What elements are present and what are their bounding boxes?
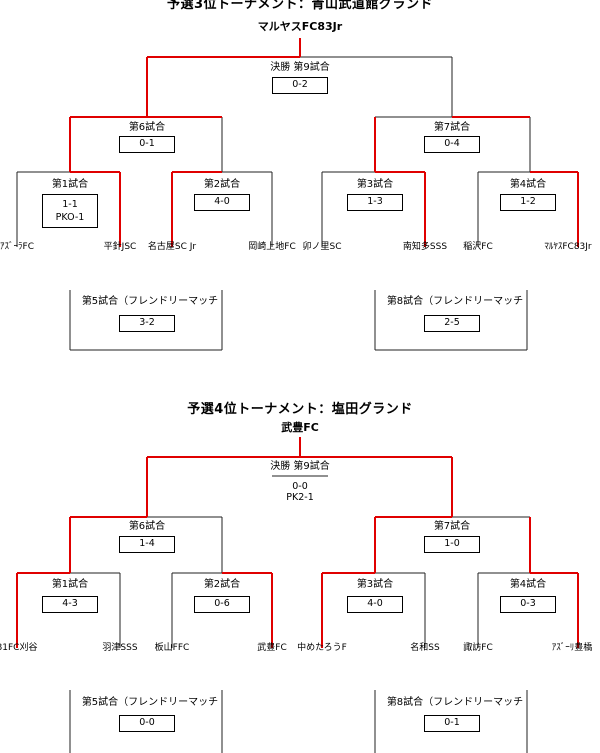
t1-team-1: ｱｽﾞｰﾗFC: [0, 242, 34, 252]
t2-m7-score: 1-0: [424, 536, 480, 553]
t2-team-7: 諏訪FC: [463, 643, 493, 653]
t2-team-4: 武豊FC: [257, 643, 287, 653]
t2-m3-label: 第3試合: [356, 579, 394, 590]
t1-m4-score: 1-2: [500, 194, 556, 211]
t2-m6-label: 第6試合: [128, 521, 166, 532]
t2-m8-score: 0-1: [424, 715, 480, 732]
tournament-1-winner: マルヤスFC83Jr: [257, 20, 343, 33]
t1-m2-score: 4-0: [194, 194, 250, 211]
t2-team-3: 板山FFC: [154, 643, 190, 653]
t2-final-pk: PK2-1: [286, 492, 314, 503]
t1-final-score: 0-2: [272, 77, 328, 94]
t2-m3-score: 4-0: [347, 596, 403, 613]
t1-m1-label: 第1試合: [51, 179, 89, 190]
tournament-2-title: 予選4位トーナメント：塩田グランド: [187, 402, 413, 417]
t1-m4-label: 第4試合: [509, 179, 547, 190]
t1-m1-score: 1-1 PKO-1: [42, 194, 98, 228]
t1-m7-score: 0-4: [424, 136, 480, 153]
t1-team-7: 稲沢FC: [463, 242, 493, 252]
t2-m2-score: 0-6: [194, 596, 250, 613]
t2-m5-score: 0-0: [119, 715, 175, 732]
t1-m3-label: 第3試合: [356, 179, 394, 190]
t2-m2-label: 第2試合: [203, 579, 241, 590]
t1-m8-label: 第8試合（フレンドリーマッチ: [386, 296, 524, 307]
t2-m8-label: 第8試合（フレンドリーマッチ: [386, 697, 524, 708]
t1-final-label: 決勝 第9試合: [270, 62, 330, 73]
t1-m8-score: 2-5: [424, 315, 480, 332]
t1-m1-pk: PKO-1: [55, 212, 85, 223]
t2-final-label: 決勝 第9試合: [270, 461, 330, 472]
t2-m1-score: 4-3: [42, 596, 98, 613]
t1-team-5: 卯ノ里SC: [302, 242, 342, 252]
t1-m6-score: 0-1: [119, 136, 175, 153]
tournament-2-winner: 武豊FC: [281, 421, 319, 434]
t1-team-8: ﾏﾙﾔｽFC83Jr: [544, 242, 592, 252]
t1-m2-label: 第2試合: [203, 179, 241, 190]
t2-m1-label: 第1試合: [51, 579, 89, 590]
t2-m4-score: 0-3: [500, 596, 556, 613]
t1-m7-label: 第7試合: [433, 122, 471, 133]
t2-team-6: 名和SS: [410, 643, 440, 653]
t1-m6-label: 第6試合: [128, 122, 166, 133]
t1-m5-score: 3-2: [119, 315, 175, 332]
t1-m5-label: 第5試合（フレンドリーマッチ: [81, 296, 219, 307]
t2-team-1: 81FC刈谷: [0, 643, 38, 653]
t2-m6-score: 1-4: [119, 536, 175, 553]
t2-m7-label: 第7試合: [433, 521, 471, 532]
t2-final-score: 0-0: [292, 481, 308, 492]
t2-team-2: 羽津SSS: [102, 643, 138, 653]
t2-team-5: 中めたろうF: [297, 643, 347, 653]
bracket-1-lines: [16, 38, 579, 351]
t2-m4-label: 第4試合: [509, 579, 547, 590]
t2-team-8: ｱｽﾞｰﾘ豊橋: [551, 643, 593, 653]
tournament-1-title: 予選3位トーナメント：青山武道館グランド: [166, 0, 434, 12]
bracket-2-lines: [16, 437, 579, 753]
t1-team-3: 名古屋SC Jr: [147, 242, 197, 252]
t1-m1-score-main: 1-1: [62, 199, 78, 210]
t1-team-4: 岡崎上地FC: [248, 242, 296, 252]
t1-m3-score: 1-3: [347, 194, 403, 211]
t2-m5-label: 第5試合（フレンドリーマッチ: [81, 697, 219, 708]
t1-team-6: 南知多SSS: [402, 242, 448, 252]
t1-team-2: 平針JSC: [103, 242, 137, 252]
